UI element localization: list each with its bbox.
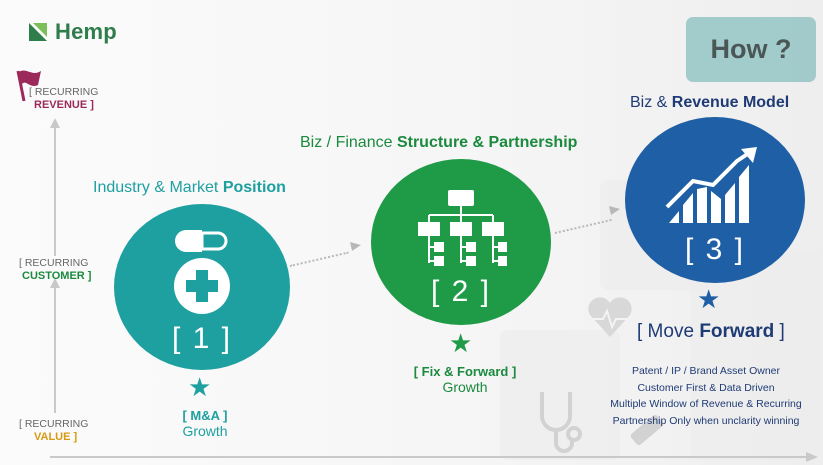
step3-heading-plain: Biz & [630,94,672,111]
move-forward-close: ] [774,321,785,342]
step1-number: [ 1 ] [171,322,233,355]
vertical-axis [50,118,60,413]
step1-circle: [ 1 ] [114,204,290,370]
list-item: Patent / IP / Brand Asset Owner [631,365,781,377]
step2-heading-bold: Structure & Partnership [396,134,578,151]
leaf-logo-icon [29,23,47,41]
brand-logo: Hemp [27,19,117,45]
connector-arrowhead [350,242,361,251]
background-decoration [690,250,820,460]
step1-heading: Industry & Market Position [93,179,286,197]
list-item: Multiple Window of Revenue & Recurring [610,398,802,410]
step3-star-icon: ★ [697,284,721,314]
step2-caption-sub: Growth [442,379,488,395]
list-item: Partnership Only when unclarity winning [612,414,800,427]
step1-caption: [ M&A ] Growth [170,408,240,439]
move-forward-heading: [ Move Forward ] [637,321,785,343]
background-decoration [500,330,620,460]
axis-label-value: [ RECURRING VALUE ] [19,418,88,444]
axis-label-revenue-line2: REVENUE ] [34,99,94,111]
axis-label-revenue-line1: [ RECURRING [29,86,99,98]
connector-arrowhead [609,206,620,215]
step3-circle: [ 3 ] [625,117,805,283]
step2-circle: [ 2 ] [371,159,551,325]
syringe-icon [630,414,664,446]
step3-number: [ 3 ] [684,233,746,266]
step2-star-icon: ★ [449,328,473,358]
move-forward-open: [ Move [637,321,700,342]
flag-icon [16,70,41,102]
step3-heading-bold: Revenue Model [671,94,790,111]
step1-star-icon: ★ [188,372,212,402]
how-badge: How ? [686,17,816,82]
pill-medical-cross-icon [174,230,230,314]
how-label: How ? [710,34,792,64]
horizontal-axis [50,452,818,462]
step1-heading-plain: Industry & Market [93,179,223,196]
brand-name: Hemp [55,19,117,44]
list-item: Customer First & Data Driven [637,381,775,394]
axis-label-value-line2: VALUE ] [34,431,78,443]
step1-caption-strong: [ M&A ] [182,408,228,423]
step1-caption-sub: Growth [182,423,228,439]
heartbeat-icon [588,297,632,337]
step1-heading-bold: Position [222,179,286,196]
step2-caption-strong: [ Fix & Forward ] [413,364,517,379]
forward-list: Patent / IP / Brand Asset Owner Customer… [590,363,822,429]
axis-label-customer: [ RECURRING CUSTOMER ] [19,257,91,283]
axis-label-value-line1: [ RECURRING [19,418,89,430]
step2-heading: Biz / Finance Structure & Partnership [300,134,577,152]
stethoscope-icon [540,392,582,453]
axis-label-customer-line2: CUSTOMER ] [22,270,92,282]
move-forward-bold: Forward [699,321,775,342]
step2-heading-plain: Biz / Finance [300,134,397,151]
axis-label-customer-line1: [ RECURRING [19,257,89,269]
org-chart-icon [418,190,507,266]
growth-chart-icon [665,147,757,223]
step2-caption: [ Fix & Forward ] Growth [400,364,530,395]
step3-heading: Biz & Revenue Model [630,94,789,112]
axis-label-revenue: [ RECURRING REVENUE ] [29,86,98,112]
step2-number: [ 2 ] [430,275,492,308]
